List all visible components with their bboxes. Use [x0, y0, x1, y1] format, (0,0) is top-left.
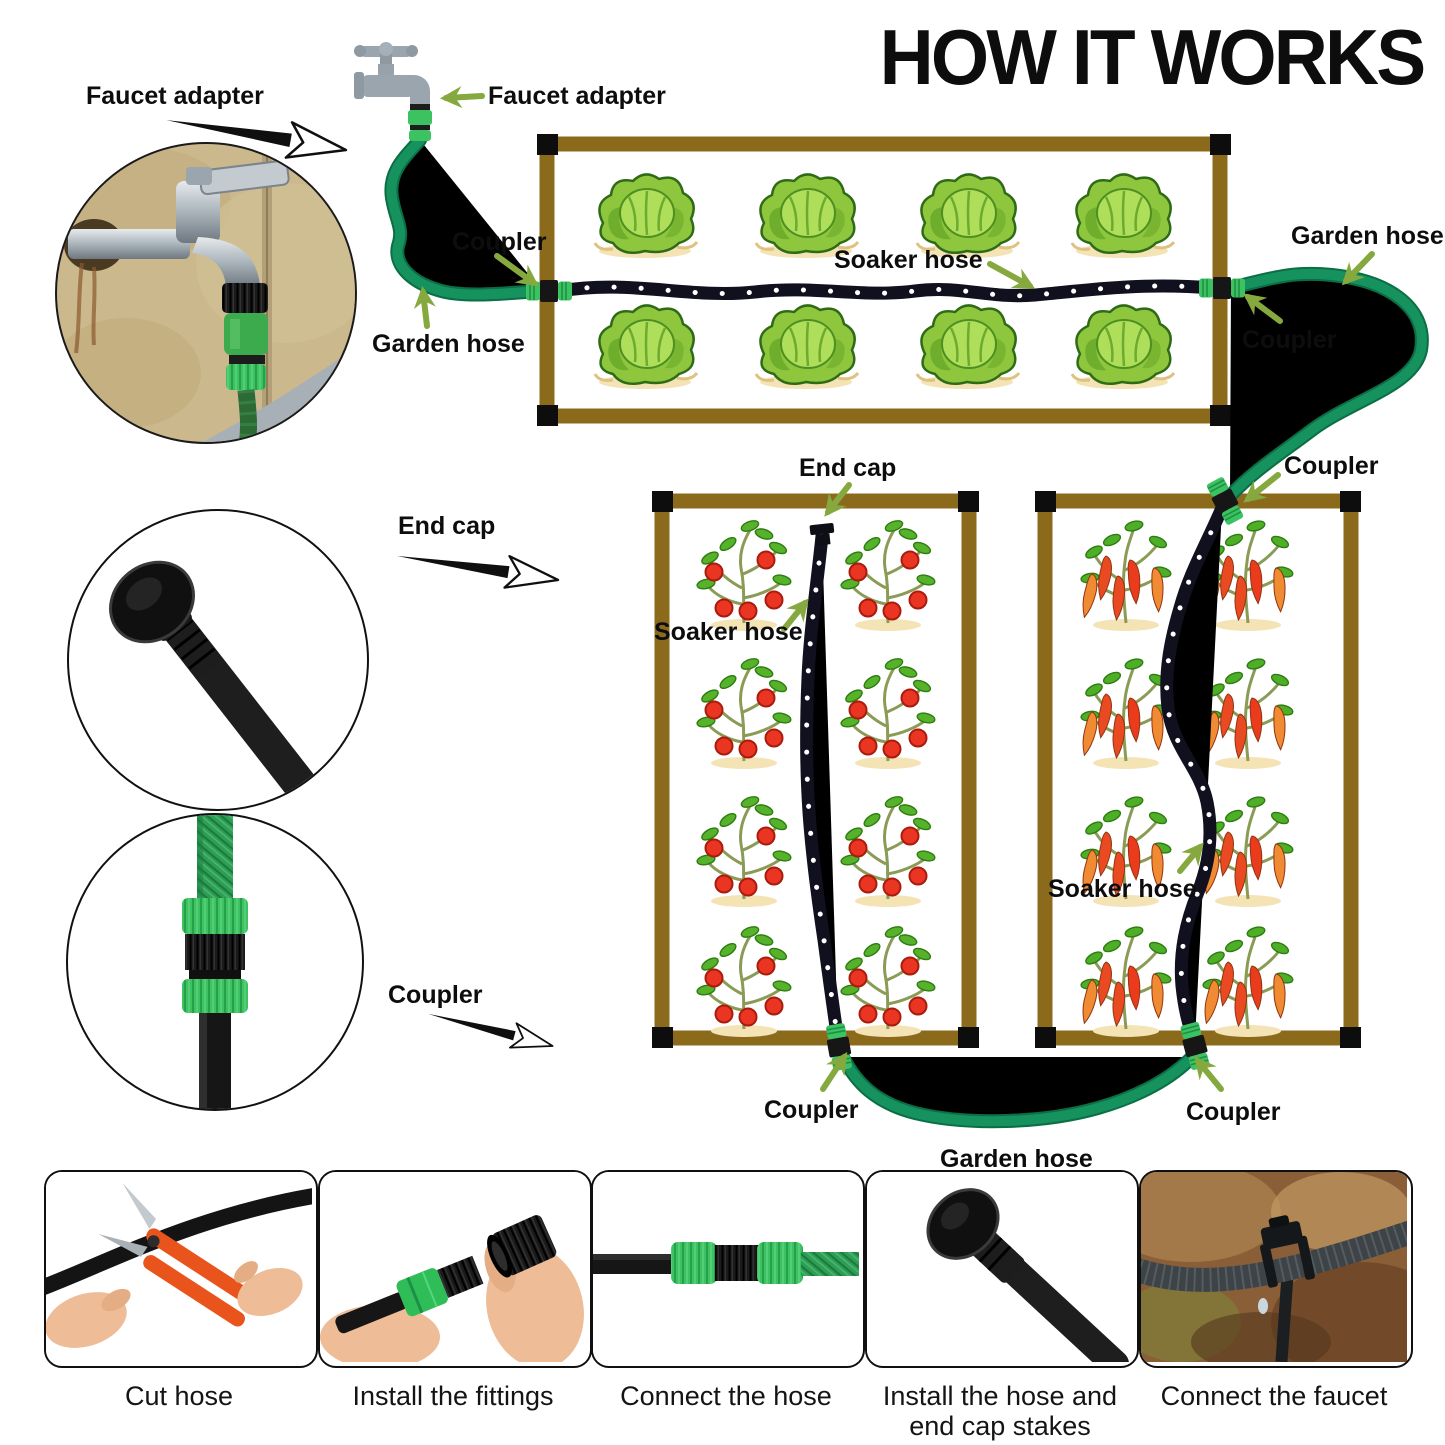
- faucet-icon: [354, 42, 432, 141]
- label-coupler-right-upper: Coupler: [1242, 326, 1337, 354]
- garden-hose-line: [391, 140, 1421, 1121]
- lettuce-bed: [537, 134, 1231, 426]
- step-photo-endcap-stake: [865, 1170, 1139, 1368]
- label-faucet-adapter-right: Faucet adapter: [488, 82, 666, 110]
- step-caption: Connect the hose: [620, 1381, 832, 1411]
- end-cap-photo-inset: [67, 509, 369, 811]
- label-soaker-hose-chili: Soaker hose: [1048, 875, 1197, 903]
- label-coupler-bottom-right: Coupler: [1186, 1098, 1281, 1126]
- label-garden-hose-left: Garden hose: [372, 330, 525, 358]
- black-arrow-icon: [393, 537, 562, 597]
- coupler-icon: [1198, 276, 1246, 300]
- faucet-photo-inset: [55, 142, 357, 444]
- label-coupler-top-left: Coupler: [452, 228, 547, 256]
- label-soaker-hose-tomato: Soaker hose: [654, 618, 803, 646]
- step-photo-connect-faucet: [1139, 1170, 1413, 1368]
- step-photo-cut-hose: [44, 1170, 318, 1368]
- label-coupler-bottom-left: Coupler: [764, 1096, 859, 1124]
- soaker-hose-line: [560, 286, 1222, 1040]
- page-title: HOW IT WORKS: [879, 13, 1425, 101]
- green-arrow-icons: [413, 86, 1375, 1092]
- step-photo-install-fittings: [318, 1170, 592, 1368]
- step-caption: Cut hose: [124, 1381, 234, 1411]
- label-end-cap-inset: End cap: [398, 512, 496, 540]
- end-cap-icon: [809, 522, 835, 546]
- step-caption: Connect the faucet: [1160, 1381, 1388, 1411]
- label-coupler-inset: Coupler: [388, 981, 483, 1009]
- faucet-adapter-icon: [408, 104, 432, 141]
- coupler-photo-inset: [66, 813, 364, 1111]
- label-coupler-right-lower: Coupler: [1284, 452, 1379, 480]
- label-garden-hose-right: Garden hose: [1291, 222, 1444, 250]
- step-photo-connect-hose: [591, 1170, 865, 1368]
- step-caption: Install the fittings: [352, 1381, 554, 1411]
- label-faucet-adapter-left: Faucet adapter: [86, 82, 264, 110]
- label-end-cap-bed: End cap: [799, 454, 897, 482]
- step-caption: Install the hose and end cap stakes: [882, 1381, 1118, 1441]
- label-soaker-hose-top: Soaker hose: [834, 246, 983, 274]
- label-garden-hose-bottom: Garden hose: [940, 1145, 1093, 1173]
